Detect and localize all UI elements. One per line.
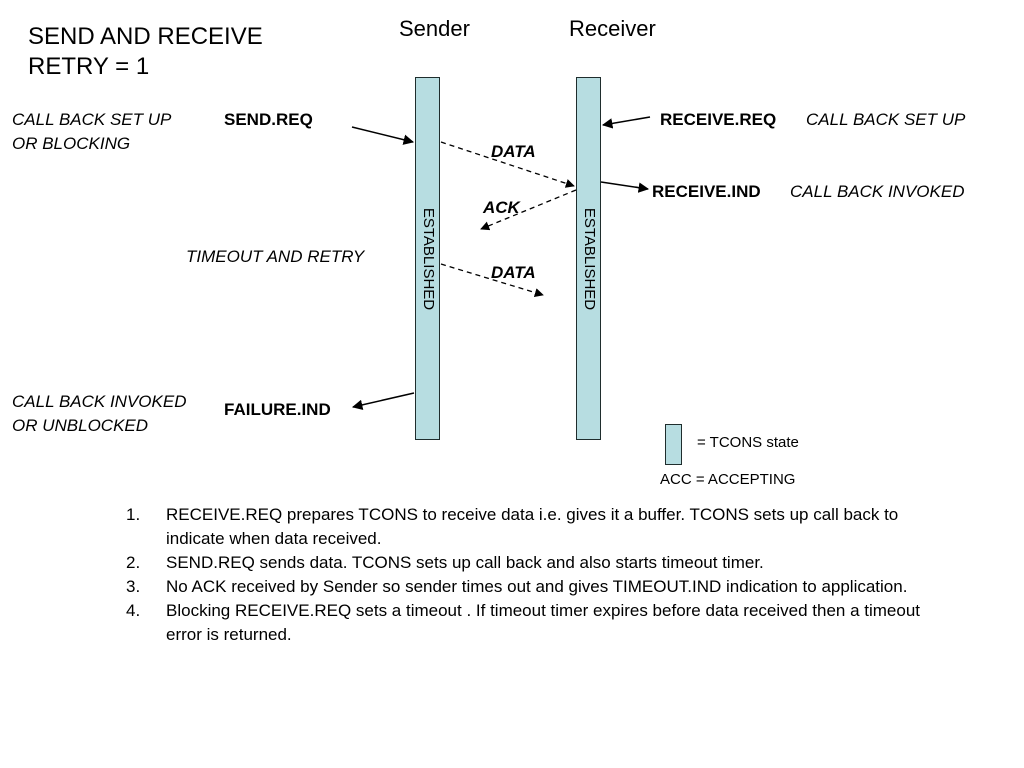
send-req-label: SEND.REQ <box>224 110 313 129</box>
ack-label: ACK <box>483 198 520 217</box>
legend-swatch <box>665 424 682 465</box>
legend-acc: ACC = ACCEPTING <box>660 471 796 488</box>
diagram-title: SEND AND RECEIVE RETRY = 1 <box>28 22 263 82</box>
receiver-lifeline <box>576 77 601 440</box>
sender-callback-invoked-note: CALL BACK INVOKED OR UNBLOCKED <box>12 390 186 438</box>
note-number: 1. <box>126 505 141 524</box>
sender-lifeline <box>415 77 440 440</box>
note-text: SEND.REQ sends data. TCONS sets up call … <box>166 553 764 572</box>
note-number: 4. <box>126 601 141 620</box>
note-item: 4. Blocking RECEIVE.REQ sets a timeout . … <box>126 599 926 647</box>
receive-ind-arrow <box>600 181 650 193</box>
sender-callback-setup-line-2: OR BLOCKING <box>12 134 131 153</box>
note-item: 1. RECEIVE.REQ prepares TCONS to receive … <box>126 503 926 551</box>
sender-heading: Sender <box>399 16 470 41</box>
timeout-retry-note: TIMEOUT AND RETRY <box>186 247 365 266</box>
title-line-2: RETRY = 1 <box>28 53 150 80</box>
receive-req-label: RECEIVE.REQ <box>660 110 777 129</box>
note-item: 3. No ACK received by Sender so sender ti… <box>126 575 926 599</box>
sender-callback-invoked-line-1: CALL BACK INVOKED <box>12 392 187 411</box>
receiver-heading: Receiver <box>569 16 656 41</box>
sender-callback-setup-note: CALL BACK SET UP OR BLOCKING <box>12 108 171 156</box>
ack-arrow <box>480 189 577 231</box>
sender-callback-setup-line-1: CALL BACK SET UP <box>12 110 172 129</box>
note-item: 2. SEND.REQ sends data. TCONS sets up cal… <box>126 551 926 575</box>
note-number: 2. <box>126 553 141 572</box>
note-text: No ACK received by Sender so sender time… <box>166 577 908 596</box>
receiver-callback-invoked-note: CALL BACK INVOKED <box>790 182 965 201</box>
notes-list: 1. RECEIVE.REQ prepares TCONS to receive … <box>126 503 926 647</box>
note-text: RECEIVE.REQ prepares TCONS to receive da… <box>166 505 899 548</box>
failure-ind-label: FAILURE.IND <box>224 400 331 419</box>
failure-ind-arrow <box>351 392 415 411</box>
receive-ind-label: RECEIVE.IND <box>652 182 761 201</box>
send-req-arrow <box>351 126 415 145</box>
receiver-callback-setup-note: CALL BACK SET UP <box>806 110 966 129</box>
note-text: Blocking RECEIVE.REQ sets a timeout . If… <box>166 601 921 644</box>
data-2-label: DATA <box>491 263 536 282</box>
data-1-label: DATA <box>491 142 536 161</box>
sender-callback-invoked-line-2: OR UNBLOCKED <box>12 416 149 435</box>
legend-tcons-state: = TCONS state <box>697 434 799 451</box>
receive-req-arrow <box>601 116 651 129</box>
title-line-1: SEND AND RECEIVE <box>28 23 263 50</box>
note-number: 3. <box>126 577 141 596</box>
